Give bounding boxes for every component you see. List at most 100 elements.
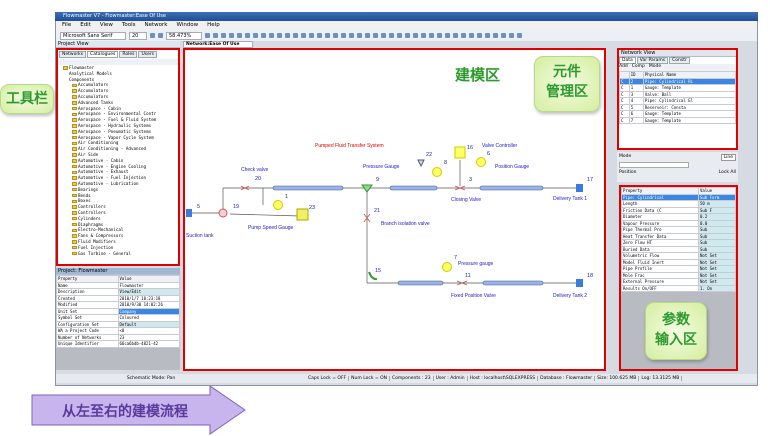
menu-edit[interactable]: Edit xyxy=(80,22,91,28)
toolbar-tool-icon[interactable] xyxy=(245,33,250,38)
toolbar-tool-icon[interactable] xyxy=(293,33,298,38)
table-cell[interactable]: 5 xyxy=(628,103,644,111)
tree-item[interactable]: Automotive - Fuel Injection xyxy=(60,175,178,181)
toolbar-tool-icon[interactable] xyxy=(517,33,522,38)
toolbar-tool-icon[interactable] xyxy=(461,33,466,38)
menu-network[interactable]: Network xyxy=(144,22,168,28)
menu-view[interactable]: View xyxy=(99,22,113,28)
position-button[interactable]: Position xyxy=(619,170,637,175)
tree-item[interactable]: Automotive - Lubrication xyxy=(60,181,178,187)
tree-item[interactable]: Air Side xyxy=(60,152,178,158)
tree-item[interactable]: Aerospace - Hydraulic Systems xyxy=(60,123,178,129)
tree-item[interactable]: Fluid Modifiers xyxy=(60,239,178,245)
pointer-icon[interactable] xyxy=(150,33,155,38)
toolbar-tool-icon[interactable] xyxy=(405,33,410,38)
tree-item[interactable]: Flowmaster xyxy=(60,65,178,71)
tab-roles[interactable]: Roles xyxy=(119,51,138,58)
tree-item[interactable]: Automotive - Engine Cooling xyxy=(60,164,178,170)
tab-network[interactable]: Network:Ease Of Use xyxy=(183,41,253,48)
table-cell[interactable]: 1 xyxy=(628,84,644,92)
table-cell[interactable]: 6 xyxy=(628,110,644,118)
toolbar-tool-icon[interactable] xyxy=(253,33,258,38)
line-select[interactable]: Line xyxy=(720,154,736,161)
tree-item[interactable]: Automotive - Cabin xyxy=(60,158,178,164)
tree-item[interactable]: Aerospace - Fuel & Fluid System xyxy=(60,117,178,123)
toolbar-tool-icon[interactable] xyxy=(309,33,314,38)
tab-catalogues[interactable]: Catalogues xyxy=(87,51,119,58)
toolbar-tool-icon[interactable] xyxy=(389,33,394,38)
style-select[interactable] xyxy=(619,162,689,168)
tree-item[interactable]: Air Conditioning xyxy=(60,140,178,146)
lock-all-checkbox[interactable]: Lock All xyxy=(718,170,736,175)
menu-file[interactable]: File xyxy=(62,22,72,28)
tree-item[interactable]: Aerospace - Vapor Cycle System xyxy=(60,135,178,141)
tab-data[interactable]: Data xyxy=(619,57,636,64)
toolbar-tool-icon[interactable] xyxy=(477,33,482,38)
menu-tools[interactable]: Tools xyxy=(121,22,136,28)
zoom-select[interactable]: 58.473% xyxy=(166,31,202,40)
table-cell[interactable]: Valve: Ball xyxy=(642,90,737,98)
toolbar-tool-icon[interactable] xyxy=(325,33,330,38)
tree-item[interactable]: Diaphragms xyxy=(60,222,178,228)
tree-item[interactable]: Accumulators xyxy=(60,88,178,94)
toolbar-tool-icon[interactable] xyxy=(349,33,354,38)
menu-help[interactable]: Help xyxy=(207,22,220,28)
table-cell[interactable]: 1. On xyxy=(698,284,736,292)
table-cell[interactable]: 4 xyxy=(628,97,644,105)
table-cell[interactable]: 66ca6bdb-4821-42 xyxy=(117,340,180,348)
tree-item[interactable]: Components xyxy=(60,77,178,83)
tree-item[interactable]: Bends xyxy=(60,193,178,199)
tab-constr[interactable]: Constr xyxy=(669,57,690,64)
tree-item[interactable]: Bearings xyxy=(60,187,178,193)
tree-item[interactable]: Controllers xyxy=(60,204,178,210)
pan-icon[interactable] xyxy=(158,33,163,38)
table-cell[interactable]: Pipe: Cylindrical Ri xyxy=(642,77,737,85)
tree-item[interactable]: Controllers xyxy=(60,210,178,216)
toolbar-tool-icon[interactable] xyxy=(421,33,426,38)
toolbar-tool-icon[interactable] xyxy=(269,33,274,38)
tab-var-params[interactable]: Var Params xyxy=(636,57,669,64)
toolbar-tool-icon[interactable] xyxy=(365,33,370,38)
toolbar-tool-icon[interactable] xyxy=(261,33,266,38)
toolbar-tool-icon[interactable] xyxy=(285,33,290,38)
table-cell[interactable]: Pipe: Cylindrical El xyxy=(642,97,737,105)
tree-item[interactable]: Aerospace - Environmental Contr xyxy=(60,111,178,117)
tree-item[interactable]: Air Conditioning - Advanced xyxy=(60,146,178,152)
tree-item[interactable]: Boxes xyxy=(60,198,178,204)
tree-item[interactable]: Gas Turbine - General xyxy=(60,251,178,257)
comp-select[interactable]: Comp xyxy=(631,64,645,69)
tree-item[interactable]: Fans & Compressors xyxy=(60,233,178,239)
toolbar-tool-icon[interactable] xyxy=(509,33,514,38)
toolbar-tool-icon[interactable] xyxy=(501,33,506,38)
toolbar-tool-icon[interactable] xyxy=(469,33,474,38)
toolbar-tool-icon[interactable] xyxy=(301,33,306,38)
toolbar-tool-icon[interactable] xyxy=(493,33,498,38)
tree-item[interactable]: Aerospace - Cabin xyxy=(60,106,178,112)
table-cell[interactable]: 7 xyxy=(628,116,644,124)
toolbar-tool-icon[interactable] xyxy=(437,33,442,38)
table-cell[interactable]: 3 xyxy=(628,90,644,98)
toolbar-tool-icon[interactable] xyxy=(429,33,434,38)
table-cell[interactable]: Reservoir: Consta xyxy=(642,103,737,111)
toolbar-tool-icon[interactable] xyxy=(221,33,226,38)
tree-item[interactable]: Accumulators xyxy=(60,82,178,88)
tree-item[interactable]: Aerospace - Pneumatic Systems xyxy=(60,129,178,135)
toolbar-tool-icon[interactable] xyxy=(213,33,218,38)
mode-select[interactable]: Mode xyxy=(648,64,662,69)
toolbar-tool-icon[interactable] xyxy=(453,33,458,38)
toolbar-tool-icon[interactable] xyxy=(445,33,450,38)
toolbar-tool-icon[interactable] xyxy=(485,33,490,38)
toolbar-tool-icon[interactable] xyxy=(341,33,346,38)
toolbar-tool-icon[interactable] xyxy=(357,33,362,38)
tree-item[interactable]: Accumulators xyxy=(60,94,178,100)
menu-window[interactable]: Window xyxy=(176,22,199,28)
toolbar-tool-icon[interactable] xyxy=(205,33,210,38)
add-button[interactable]: Add xyxy=(619,64,628,69)
toolbar-tool-icon[interactable] xyxy=(413,33,418,38)
